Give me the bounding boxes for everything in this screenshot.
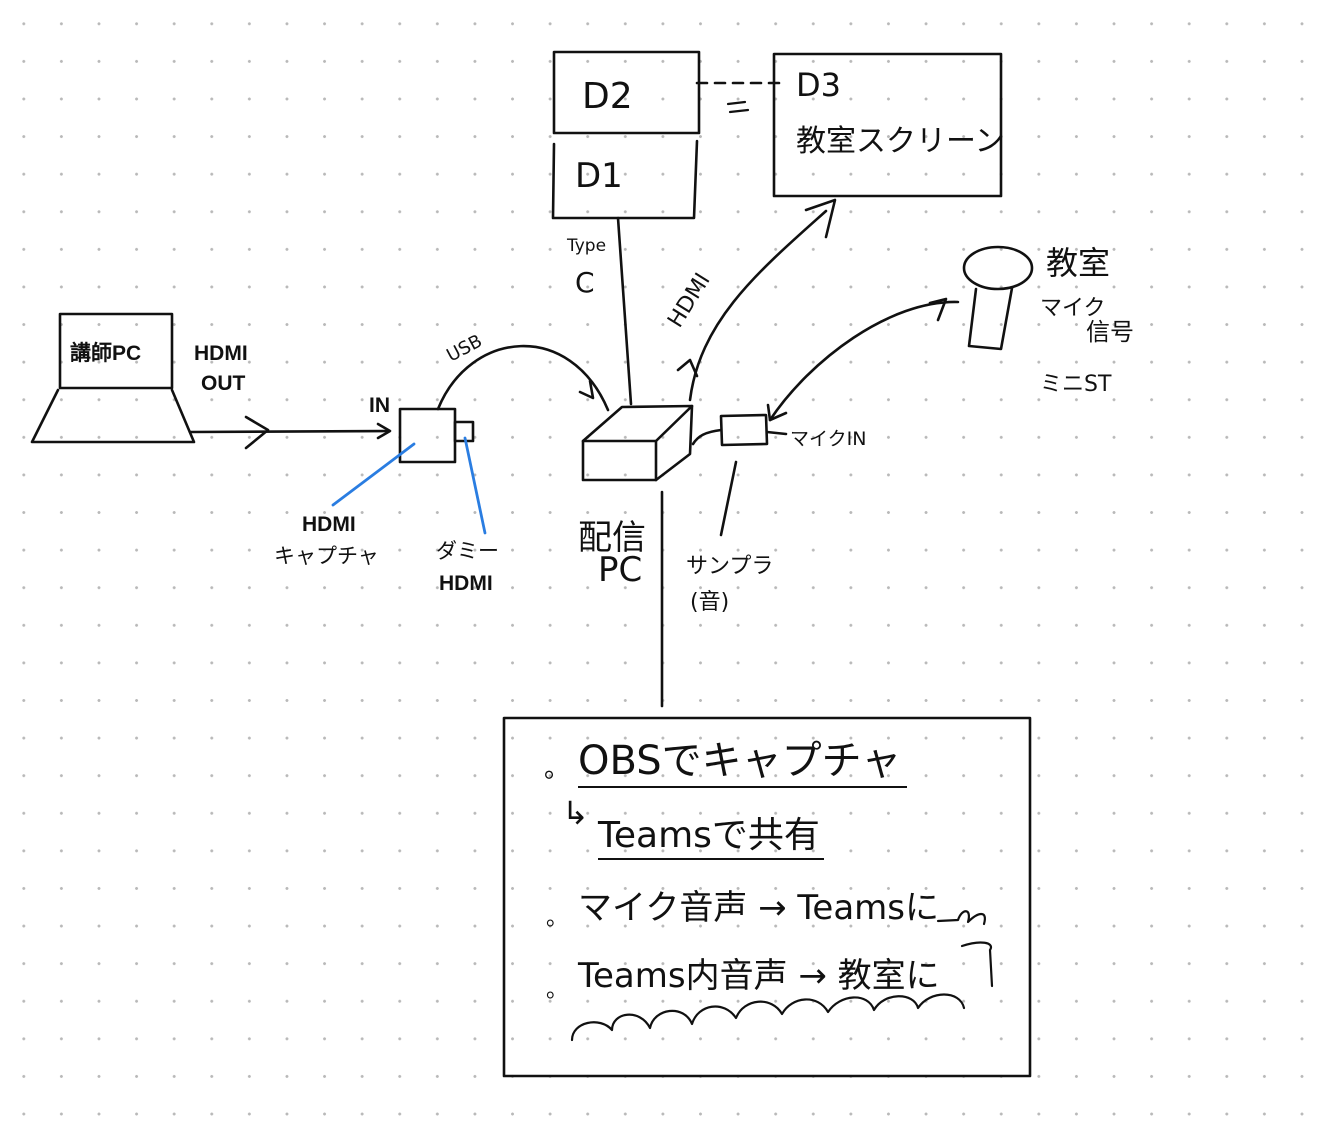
streaming-pc-label-line1: 配信 <box>578 518 646 558</box>
dummy-hdmi-label-line1: ダミー <box>436 540 499 563</box>
dummy-annotation-leader <box>463 436 487 535</box>
streaming-pc-box-icon <box>581 404 694 482</box>
mic-cable-tail <box>928 297 948 322</box>
mic-cable-arrowhead <box>766 403 788 422</box>
capture-label-line1: HDMI <box>302 513 356 536</box>
hdmi-d3-arrowhead <box>804 198 837 239</box>
display-d3-sublabel: 教室スクリーン <box>796 124 1005 159</box>
sampler-label-line1: サンプラ <box>686 554 774 579</box>
capture-annotation-leader <box>331 442 416 507</box>
emphasis-curl <box>936 910 986 926</box>
adapter-to-pc-cable <box>691 428 723 446</box>
laptop-screen <box>58 312 174 390</box>
capture-in-label: IN <box>369 394 390 417</box>
equals-sign <box>726 100 750 114</box>
streaming-pc-label-line2: PC <box>598 550 643 590</box>
hdmi-d3-tail-arrow <box>676 358 699 378</box>
instructor-pc-label: 講師PC <box>70 342 142 365</box>
mic-cable-arc <box>768 300 960 422</box>
note-bullet: 。 <box>546 978 569 1003</box>
typec-edge-label-line1: Type <box>567 236 607 256</box>
classroom-mic-label-line4: ミニST <box>1040 372 1112 397</box>
classroom-mic-label-line2: マイク <box>1040 296 1106 321</box>
note-text: OBSでキャプチャ <box>578 728 908 788</box>
display-d3-box <box>772 52 1003 198</box>
classroom-mic-body <box>967 286 1014 351</box>
capture-label-line2: キャプチャ <box>274 545 379 568</box>
display-d1-box <box>551 139 699 220</box>
sampler-label-line2: (音) <box>690 590 730 615</box>
usb-audio-adapter-box <box>719 413 769 447</box>
hdmi-out-label-line1: HDMI <box>194 342 248 365</box>
display-d3-label: D3 <box>796 66 841 104</box>
note-text: Teams内音声 → 教室に <box>578 956 940 996</box>
note-bullet: 。 <box>544 754 571 784</box>
emphasis-squiggle <box>570 993 966 1042</box>
typec-cable-line <box>616 216 633 406</box>
mic-in-leader <box>765 430 788 436</box>
hdmi-out-label-line2: OUT <box>201 372 246 395</box>
display-d2-box <box>552 50 701 135</box>
classroom-mic-label-line1: 教室 <box>1046 244 1111 282</box>
notes-box <box>502 716 1032 1078</box>
laptop-base <box>30 388 196 444</box>
display-d1-label: D1 <box>575 156 623 196</box>
emphasis-bracket <box>960 941 994 988</box>
hdmi-arrowhead <box>376 422 392 440</box>
usb-arrowhead <box>578 379 595 400</box>
classroom-mic-head <box>962 245 1034 291</box>
note-text: マイク音声 → Teamsに <box>578 888 940 928</box>
mic-in-label: マイクIN <box>790 428 867 450</box>
hdmi-d3-cable-arc <box>688 209 828 402</box>
hdmi-flow-chevron <box>244 415 270 450</box>
typec-edge-label-line2: C <box>575 266 595 299</box>
instructor-pc-laptop-icon <box>30 312 196 444</box>
note-text: Teamsで共有 <box>598 806 824 860</box>
display-d2-label: D2 <box>582 76 633 117</box>
note-bullet: ↳ <box>562 794 589 832</box>
note-bullet: 。 <box>546 906 569 931</box>
dummy-hdmi-label-line2: HDMI <box>439 572 493 595</box>
hdmi-cable-line <box>188 429 390 434</box>
classroom-mic-label-line3: 信号 <box>1086 318 1134 346</box>
dummy-hdmi-plug <box>453 420 475 443</box>
sampler-leader <box>719 460 738 537</box>
hdmi-capture-box <box>398 407 457 464</box>
